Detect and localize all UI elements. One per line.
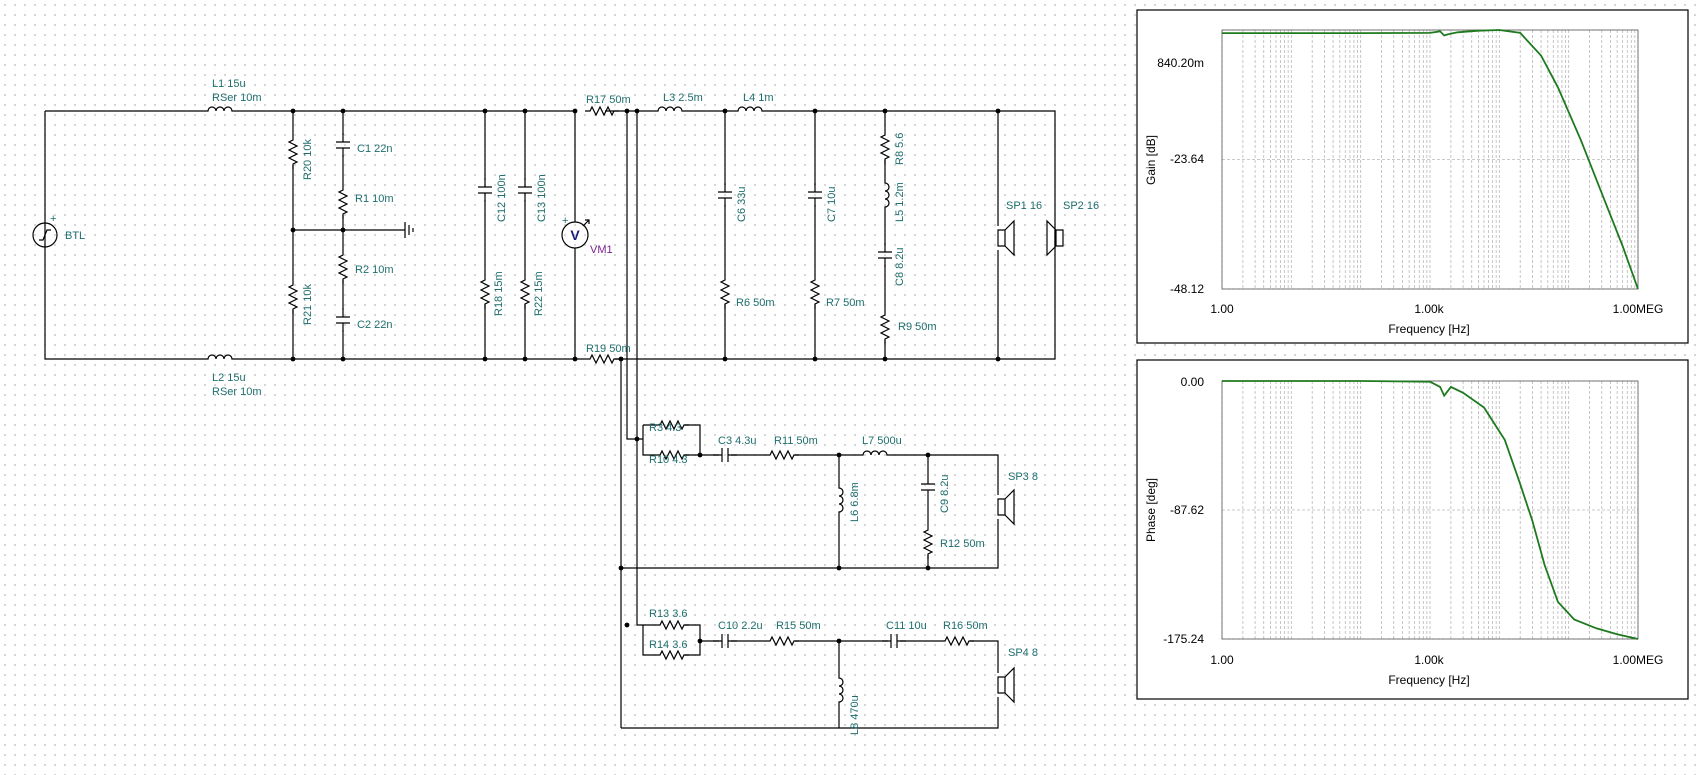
gain-series-line — [1222, 29, 1639, 290]
label-c9: C9 8.2u — [939, 474, 951, 513]
label-l4: L4 1m — [743, 92, 774, 104]
phase-xtick-2: 1.00MEG — [1613, 653, 1664, 667]
label-r21: R21 10k — [302, 284, 314, 325]
label-r22: R22 15m — [533, 271, 545, 316]
label-c7: C7 10u — [826, 187, 838, 222]
label-r17: R17 50m — [586, 94, 631, 106]
svg-text:+: + — [50, 213, 56, 225]
label-vm1: VM1 — [590, 244, 613, 256]
label-c11: C11 10u — [886, 620, 927, 632]
gain-xtick-1: 1.00k — [1414, 302, 1444, 316]
phase-ytick-0: 0.00 — [1181, 375, 1205, 389]
label-sp2: SP2 16 — [1063, 200, 1099, 212]
label-l5: L5 1.2m — [894, 182, 906, 222]
gain-ytick-1: -23.64 — [1170, 152, 1204, 166]
phase-series-line — [1222, 380, 1639, 640]
speaker-sp1 — [997, 220, 1015, 256]
label-r15: R15 50m — [776, 620, 821, 632]
plot-area — [1221, 29, 1639, 290]
gain-chart-grid — [1221, 29, 1639, 290]
phase-chart-grid — [1221, 380, 1639, 640]
label-c13: C13 100n — [536, 174, 548, 222]
label-r16: R16 50m — [943, 620, 988, 632]
label-r20: R20 10k — [302, 139, 314, 180]
label-c2: C2 22n — [357, 319, 392, 331]
label-c1: C1 22n — [357, 143, 392, 155]
gain-ylabel: Gain [dB] — [1144, 135, 1158, 185]
label-r3: R3 4.3 — [649, 422, 681, 434]
gain-xtick-2: 1.00MEG — [1613, 302, 1664, 316]
speaker-sp4 — [997, 667, 1015, 703]
speaker-sp3 — [997, 489, 1015, 525]
label-c12: C12 100n — [496, 174, 508, 222]
component-labels: L1 15u RSer 10m L2 15u RSer 10m BTL R20 … — [65, 78, 1099, 735]
label-sp3: SP3 8 — [1008, 471, 1038, 483]
label-r13: R13 3.6 — [649, 608, 688, 620]
label-l6: L6 6.8m — [849, 482, 861, 522]
phase-ylabel: Phase [deg] — [1144, 478, 1158, 542]
label-l2-rser: RSer 10m — [212, 386, 262, 398]
label-r9: R9 50m — [898, 321, 937, 333]
gain-ytick-2: -48.12 — [1170, 282, 1204, 296]
label-r6: R6 50m — [736, 297, 775, 309]
label-c3: C3 4.3u — [718, 435, 757, 447]
label-c10: C10 2.2u — [718, 620, 763, 632]
inductor-l1 — [204, 106, 236, 112]
phase-xtick-0: 1.00 — [1210, 653, 1234, 667]
phase-xlabel: Frequency [Hz] — [1388, 673, 1469, 687]
label-sp4: SP4 8 — [1008, 647, 1038, 659]
gain-ytick-0: 840.20m — [1157, 56, 1204, 70]
components: + V + — [32, 106, 1064, 706]
label-l7: L7 500u — [862, 435, 902, 447]
phase-chart[interactable]: 0.00 -87.62 -175.24 1.00 1.00k 1.00MEG F… — [1136, 359, 1689, 700]
vm1-symbol: V — [570, 227, 580, 243]
phase-ytick-1: -87.62 — [1170, 503, 1204, 517]
label-r8: R8 5.6 — [894, 133, 906, 165]
gain-chart[interactable]: 840.20m -23.64 -48.12 1.00 1.00k 1.00MEG… — [1136, 9, 1689, 344]
label-r18: R18 15m — [493, 271, 505, 316]
label-r1: R1 10m — [355, 193, 394, 205]
gain-xlabel: Frequency [Hz] — [1388, 322, 1469, 336]
label-r2: R2 10m — [355, 264, 394, 276]
voltmeter-vm1 — [561, 221, 589, 249]
phase-ytick-2: -175.24 — [1163, 632, 1204, 646]
label-r12: R12 50m — [940, 538, 985, 550]
label-btl: BTL — [65, 230, 85, 242]
label-l1-rser: RSer 10m — [212, 92, 262, 104]
inductor-l2 — [204, 354, 236, 360]
phase-xtick-1: 1.00k — [1414, 653, 1444, 667]
label-r10: R10 4.3 — [649, 454, 688, 466]
label-r11: R11 50m — [774, 435, 818, 447]
label-sp1: SP1 16 — [1006, 200, 1042, 212]
gain-xtick-0: 1.00 — [1210, 302, 1234, 316]
phase-chart-panel — [1136, 359, 1689, 700]
source-btl — [32, 222, 58, 248]
label-l8: L8 470u — [849, 695, 861, 735]
svg-text:+: + — [562, 215, 568, 227]
label-l3: L3 2.5m — [663, 92, 703, 104]
label-c8: C8 8.2u — [894, 247, 906, 286]
label-r19: R19 50m — [586, 343, 631, 355]
gain-chart-panel — [1136, 9, 1689, 344]
junctions — [290, 108, 1001, 644]
label-l1: L1 15u — [212, 78, 246, 90]
label-r7: R7 50m — [826, 297, 865, 309]
label-r14: R14 3.6 — [649, 639, 688, 651]
label-l2: L2 15u — [212, 372, 246, 384]
label-c6: C6 33u — [736, 187, 748, 222]
